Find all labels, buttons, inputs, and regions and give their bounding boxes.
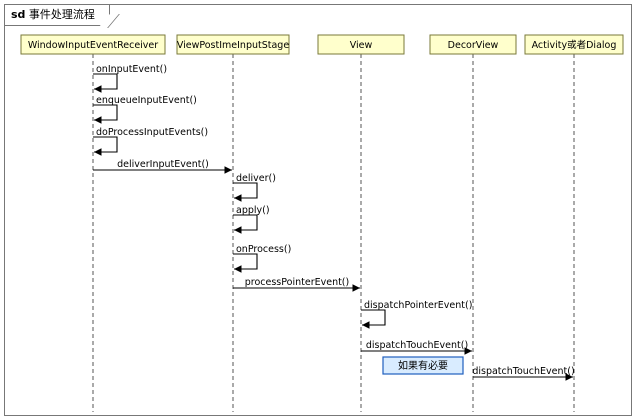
participant-box-activity: [524, 34, 624, 55]
message-arrow: [233, 253, 258, 273]
participant-label-view: View: [350, 40, 373, 51]
message-label: onInputEvent(): [96, 64, 167, 75]
message-label: onProcess(): [236, 244, 291, 255]
message-8: processPointerEvent(): [233, 277, 360, 292]
message-label: doProcessInputEvents(): [96, 127, 208, 138]
participant-label-activity: Activity或者Dialog: [532, 39, 617, 51]
frame-title-tab: sd 事件处理流程: [5, 5, 110, 26]
message-10: dispatchTouchEvent(): [361, 340, 472, 355]
message-arrow: [361, 309, 386, 329]
message-label: deliverInputEvent(): [117, 159, 209, 170]
participant-box-view: [317, 34, 405, 55]
message-6: apply(): [233, 205, 270, 234]
frame-title: 事件处理流程: [28, 8, 95, 21]
message-3: doProcessInputEvents(): [93, 127, 208, 156]
message-1: onInputEvent(): [93, 64, 167, 93]
message-5: deliver(): [233, 173, 276, 202]
message-4: deliverInputEvent(): [93, 159, 232, 174]
message-arrow: [93, 136, 118, 156]
participant-label-wier: WindowInputEventReceiver: [28, 40, 158, 51]
message-label: deliver(): [236, 173, 276, 184]
diagram-frame: sd 事件处理流程: [4, 4, 632, 416]
message-arrow: [233, 214, 258, 234]
message-9: dispatchPointerEvent(): [361, 300, 472, 329]
participant-box-vpis: [176, 34, 290, 55]
message-11: dispatchTouchEvent(): [472, 366, 575, 381]
message-arrow: [93, 73, 118, 93]
message-arrow: [233, 182, 258, 202]
message-label: apply(): [236, 205, 270, 216]
message-label: processPointerEvent(): [245, 277, 349, 288]
frame-keyword: sd: [11, 8, 26, 21]
message-2: enqueueInputEvent(): [93, 95, 197, 124]
message-label: dispatchPointerEvent(): [364, 300, 472, 311]
participant-box-decor: [429, 34, 517, 55]
note-box: [382, 356, 464, 375]
participant-label-vpis: ViewPostImeInputStage: [177, 40, 290, 51]
message-label: dispatchTouchEvent(): [366, 340, 468, 351]
message-label: enqueueInputEvent(): [96, 95, 197, 106]
message-label: dispatchTouchEvent(): [472, 366, 574, 377]
participant-box-wier: [20, 34, 166, 55]
message-7: onProcess(): [233, 244, 291, 273]
participant-label-decor: DecorView: [448, 40, 499, 51]
note-text: 如果有必要: [398, 359, 448, 372]
message-arrow: [93, 104, 118, 124]
